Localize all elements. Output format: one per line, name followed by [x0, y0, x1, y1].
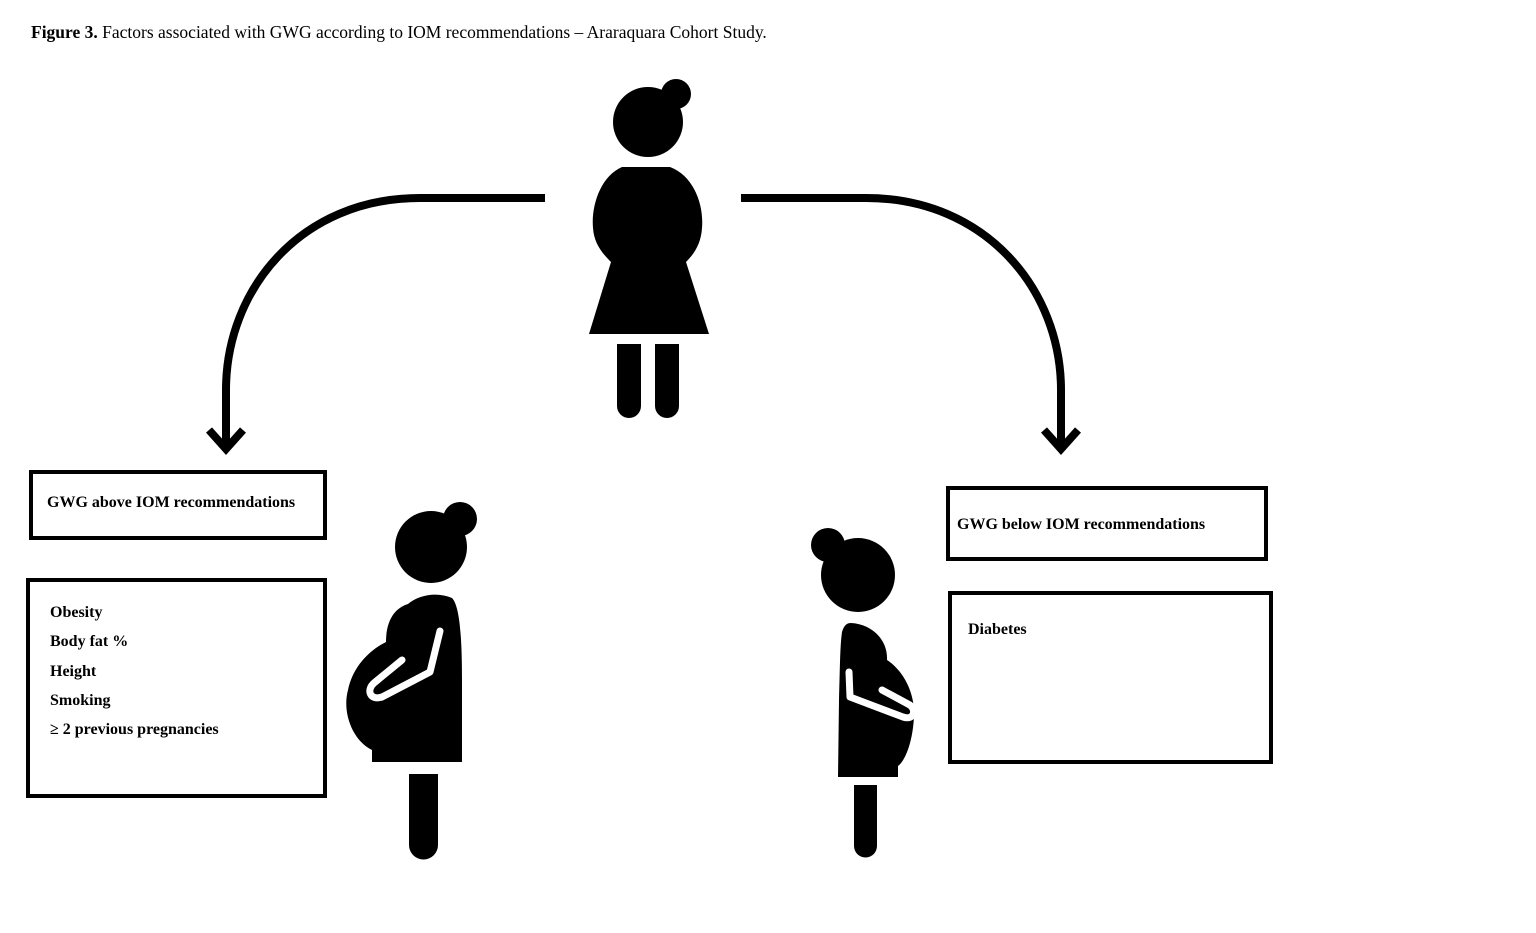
- gwg-above-title: GWG above IOM recommendations: [47, 494, 296, 511]
- gwg-above-title-box: GWG above IOM recommendations: [29, 470, 327, 540]
- factor-item: Obesity: [50, 604, 103, 621]
- factor-item: Body fat %: [50, 633, 129, 651]
- right-branch-arrow: [741, 194, 1081, 455]
- gwg-below-factor-list: Diabetes: [968, 620, 1269, 649]
- factor-item: ≥ 2 previous pregnancies: [50, 721, 219, 739]
- gwg-above-factors-box: Obesity Body fat % Height Smoking ≥ 2 pr…: [26, 578, 327, 798]
- factor-item: Smoking: [50, 691, 111, 709]
- gwg-below-title: GWG below IOM recommendations: [957, 516, 1206, 533]
- factor-item: Height: [50, 662, 97, 680]
- figure-caption: Figure 3. Factors associated with GWG ac…: [31, 22, 767, 43]
- pregnant-woman-small-icon: [811, 528, 918, 858]
- standing-woman-icon: [589, 79, 709, 418]
- figure-caption-text: Factors associated with GWG according to…: [97, 22, 767, 42]
- left-branch-arrow: [206, 194, 545, 455]
- pregnant-woman-large-belly-icon: [346, 502, 477, 860]
- figure-caption-label: Figure 3.: [31, 22, 98, 42]
- factor-item: Diabetes: [968, 621, 1027, 638]
- gwg-below-factors-box: Diabetes: [948, 591, 1273, 764]
- gwg-below-title-box: GWG below IOM recommendations: [946, 486, 1268, 561]
- gwg-above-factor-list: Obesity Body fat % Height Smoking ≥ 2 pr…: [50, 603, 323, 749]
